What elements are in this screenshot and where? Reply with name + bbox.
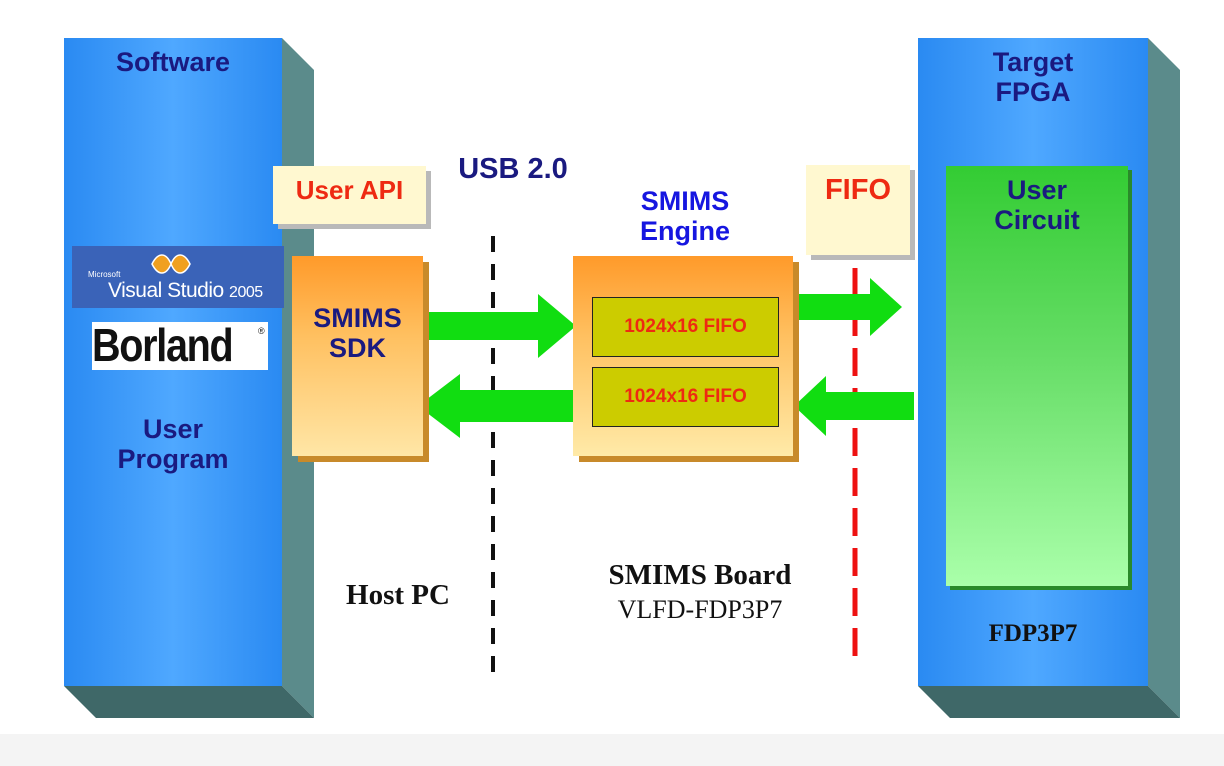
visual-studio-name: Visual Studio 2005 (108, 279, 263, 302)
target-fpga-title: Target FPGA (992, 47, 1074, 107)
user-program-label: User Program (117, 414, 229, 474)
visual-studio-vendor: Microsoft (88, 270, 121, 279)
borland-wordmark: Borland (92, 319, 234, 371)
smims-sdk-box (292, 256, 423, 456)
usb-label: USB 2.0 (458, 153, 568, 185)
software-title: Software (115, 47, 231, 77)
engine-title: SMIMS Engine (639, 186, 730, 246)
arrow-sdk-to-engine (420, 294, 576, 358)
smims-sdk-label: SMIMS SDK (313, 303, 402, 363)
software-panel (64, 38, 314, 718)
software-panel-bottom (64, 686, 314, 718)
fifo-cell-lower: 1024x16 FIFO (592, 367, 779, 427)
fifo-note-box (806, 165, 910, 255)
arrow-engine-to-target (796, 278, 902, 336)
target-panel-side (1148, 38, 1180, 718)
borland-logo (92, 322, 268, 370)
visual-studio-year: 2005 (229, 284, 263, 301)
user-circuit-box (946, 166, 1128, 586)
board-title: SMIMS Board (608, 559, 792, 591)
fifo-note-label: FIFO (824, 174, 892, 206)
user-circuit-label: User Circuit (994, 175, 1080, 235)
arrow-target-to-engine (794, 376, 914, 436)
visual-studio-swirl-icon (151, 254, 191, 274)
user-api-box (273, 166, 426, 224)
fifo-cell-upper: 1024x16 FIFO (592, 297, 779, 357)
target-panel-bottom (918, 686, 1180, 718)
board-model: VLFD-FDP3P7 (617, 595, 783, 624)
user-api-label: User API (295, 175, 404, 205)
device-label: FDP3P7 (988, 620, 1078, 647)
registered-mark-icon: ® (258, 326, 265, 336)
host-pc-label: Host PC (346, 579, 450, 611)
footer-strip (0, 734, 1224, 766)
arrow-engine-to-sdk (418, 374, 575, 438)
